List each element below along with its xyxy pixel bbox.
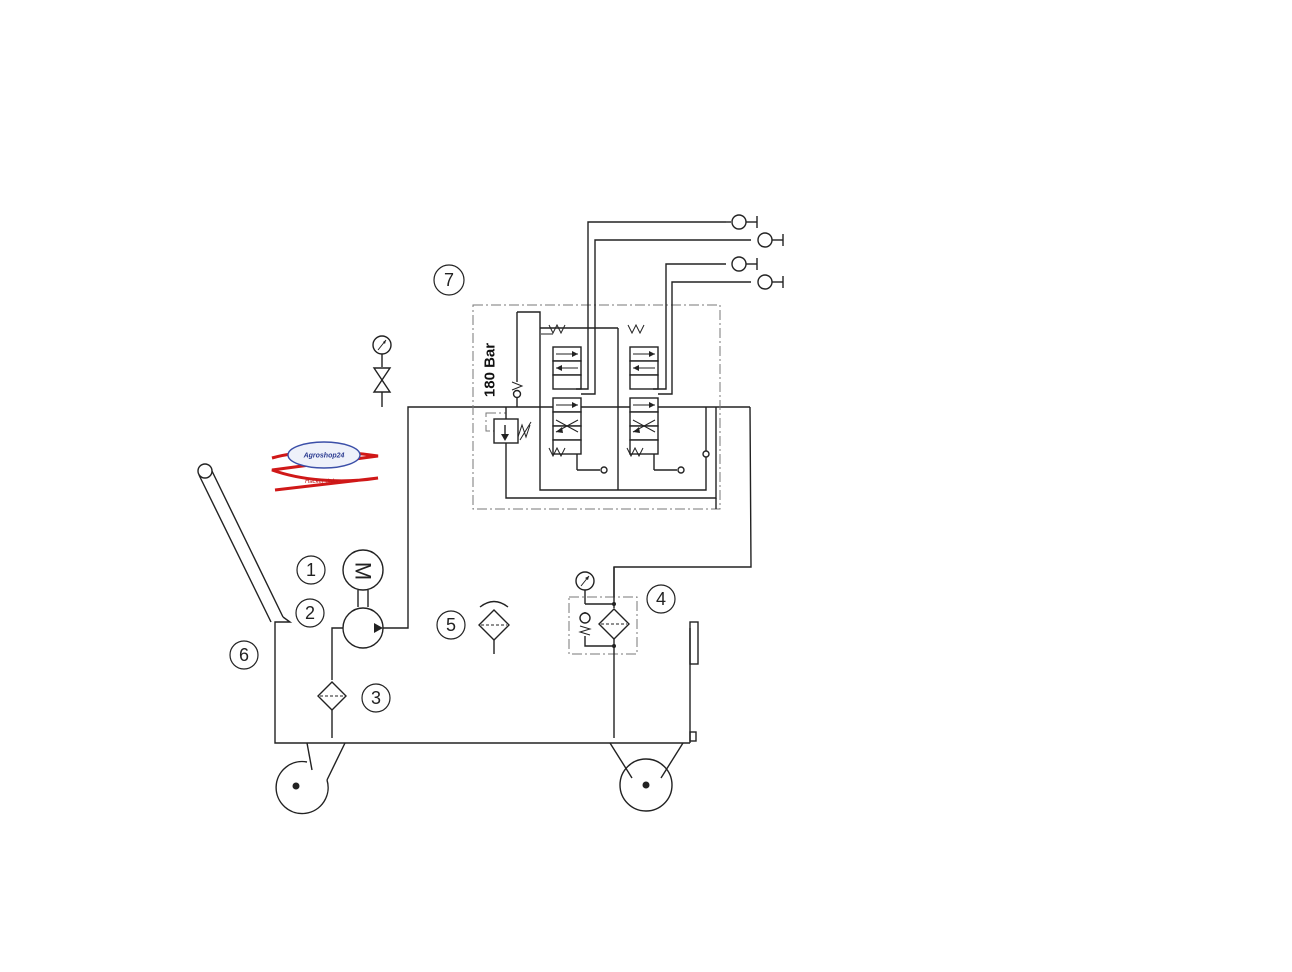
svg-text:7: 7 [444,270,454,290]
quick-coupler-d [757,274,784,290]
right-wheel [609,742,684,812]
shutoff-valve [372,367,392,395]
quick-coupler-b [757,232,784,248]
svg-text:1: 1 [306,560,316,580]
suction-line [317,627,347,738]
breather-filter [478,600,510,654]
svg-text:4: 4 [656,589,666,609]
pressure-gauge-top [372,335,392,367]
directional-valve-2 [626,323,685,474]
callout-5: 5 [436,610,466,640]
svg-text:3: 3 [371,688,381,708]
return-filter [568,567,638,738]
pump-shaft [357,590,369,607]
quick-coupler-a [726,214,758,230]
left-wheel [275,742,346,815]
callout-7: 7 [433,264,465,296]
quick-coupler-c [731,256,758,272]
cart-frame [197,463,699,744]
svg-text:2: 2 [305,603,315,623]
brand-logo: Agroshop24 Hacker dolor [271,441,379,492]
pump [342,607,384,649]
callout-4: 4 [646,584,676,614]
motor-label: M [351,562,376,580]
pressure-setting-label: 180 Bar [482,343,499,397]
callout-1: 1 [296,555,326,585]
callout-6: 6 [229,640,259,670]
logo-brand-text: Agroshop24 [303,453,345,460]
callout-3: 3 [361,683,391,713]
svg-text:6: 6 [239,645,249,665]
motor: M [342,549,384,591]
callout-2: 2 [295,598,325,628]
work-lines [576,221,751,395]
logo-tagline-text: Hacker dolor [305,479,340,485]
svg-text:5: 5 [446,615,456,635]
directional-valve-1 [541,323,608,474]
valve-block: 180 Bar [472,304,721,510]
